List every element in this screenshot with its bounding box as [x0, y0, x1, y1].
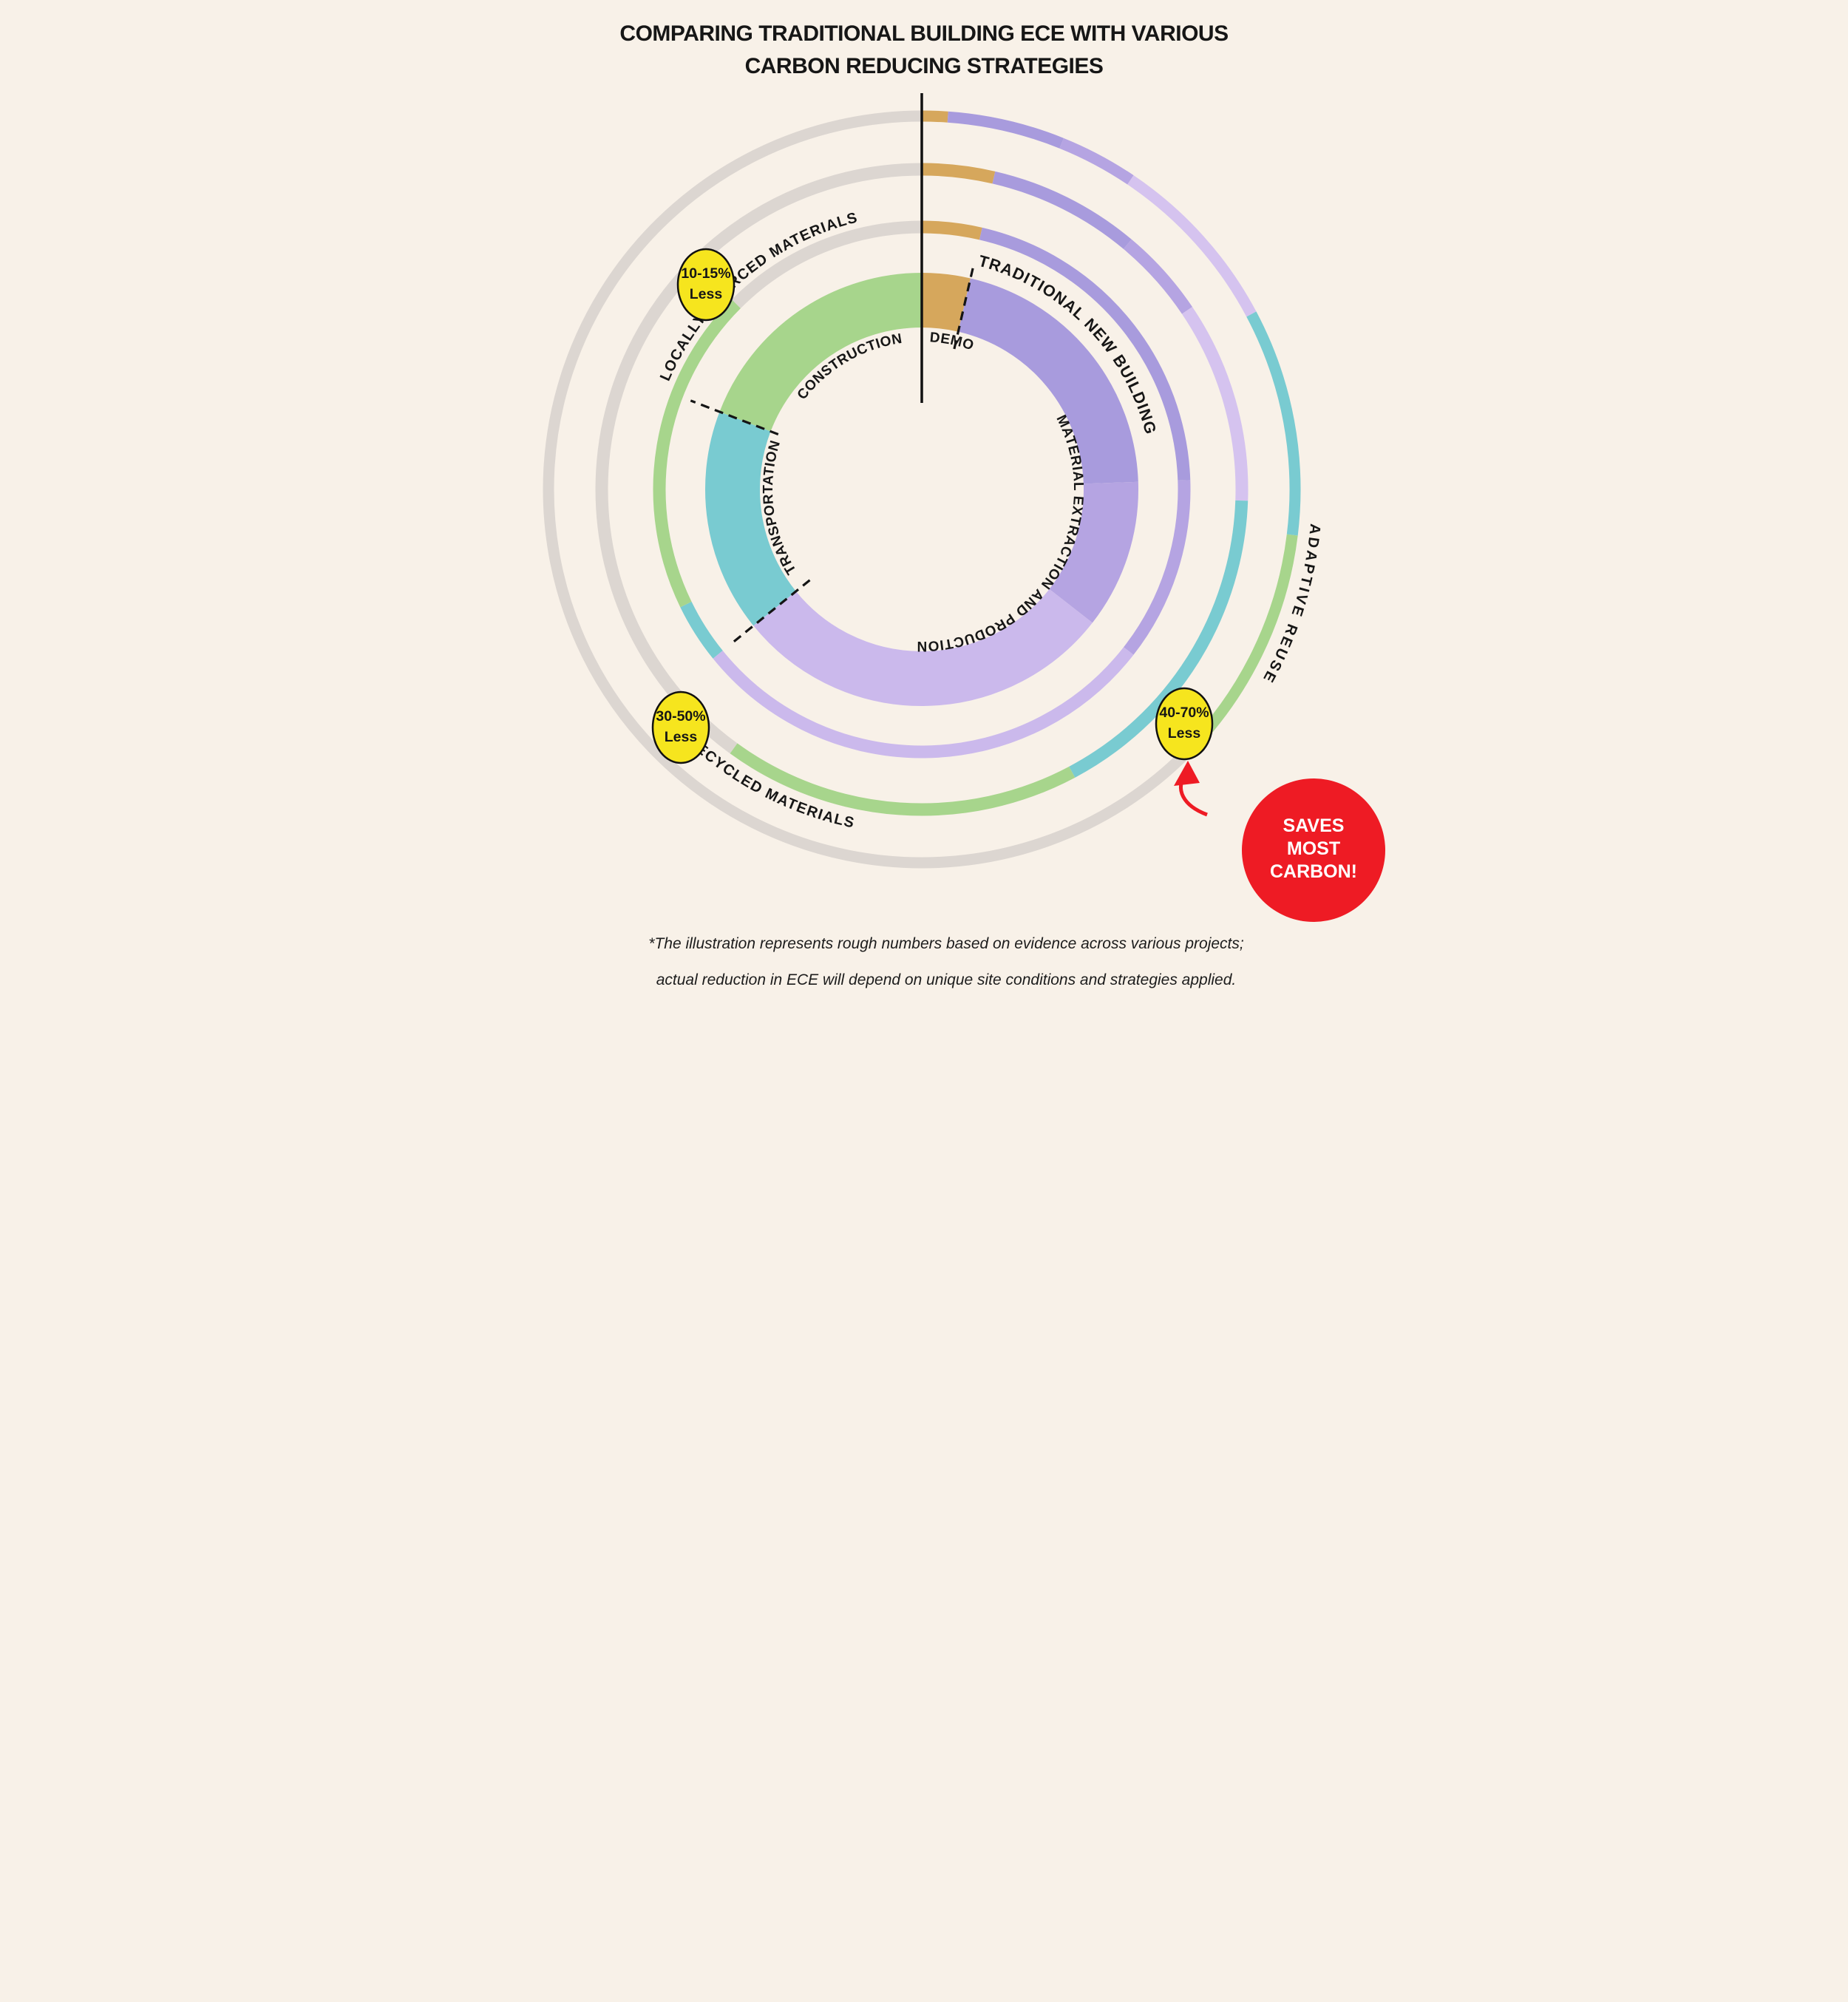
- segment-recycled-transportation-92: [1069, 500, 1249, 778]
- stage-separator-dashed-2: [690, 399, 779, 435]
- segment-recycled-material-extraction-and-production-56: [1181, 307, 1249, 501]
- badge-recycled-ellipse: [651, 690, 710, 764]
- segment-traditional-construction-291: [719, 273, 923, 432]
- page-title-line-1: COMPARING TRADITIONAL BUILDING ECE WITH …: [619, 21, 1229, 46]
- segment-adaptive-reuse-material-extraction-and-production-4: [947, 111, 1064, 149]
- segment-recycled-material-extraction-and-production-40: [1123, 239, 1193, 314]
- stage-separators-group: [690, 262, 976, 644]
- badge-locally-sourced-line-2: Less: [690, 286, 723, 302]
- ring-recycled: [595, 163, 1249, 816]
- badge-adaptive-reuse-line-2: Less: [1168, 725, 1201, 742]
- segment-locally-sourced-saved-315: [731, 220, 923, 308]
- ring-label-recycled: RECYCLED MATERIALS: [684, 733, 857, 832]
- callout-text-line-1: SAVES: [1283, 815, 1345, 836]
- ring-locally-sourced: [653, 220, 1191, 759]
- callout-text-line-2: MOST: [1287, 838, 1340, 859]
- callout-text-line-3: CARBON!: [1270, 861, 1357, 882]
- footnote: *The illustration represents rough numbe…: [554, 926, 1338, 998]
- badge-recycled-line-1: 30-50%: [656, 708, 705, 725]
- segment-recycled-saved-216: [595, 163, 923, 754]
- infographic-page: COMPARING TRADITIONAL BUILDING ECE WITH …: [462, 0, 1386, 1001]
- segment-locally-sourced-material-extraction-and-production-128: [713, 647, 1134, 759]
- saves-most-carbon-callout: SAVES MOST CARBON!: [1174, 761, 1385, 922]
- badge-recycled: 30-50% Less: [651, 690, 710, 764]
- stage-separator-dashed-1: [731, 579, 811, 644]
- page-title-line-2: CARBON REDUCING STRATEGIES: [744, 54, 1104, 78]
- badge-adaptive-reuse-line-1: 40-70%: [1159, 705, 1209, 721]
- badge-locally-sourced-ellipse: [676, 248, 736, 322]
- segment-traditional-material-extraction-and-production-128: [753, 588, 1093, 706]
- badge-adaptive-reuse: 40-70% Less: [1155, 687, 1214, 761]
- badge-locally-sourced: 10-15% Less: [676, 248, 736, 322]
- segment-adaptive-reuse-demo-0: [921, 110, 948, 123]
- segment-recycled-demo-0: [921, 163, 996, 184]
- segment-recycled-material-extraction-and-production-13: [992, 171, 1132, 249]
- segment-recycled-construction-152: [730, 743, 1076, 816]
- segment-adaptive-reuse-material-extraction-and-production-34: [1127, 175, 1257, 317]
- segment-locally-sourced-construction-244: [653, 299, 741, 608]
- badge-locally-sourced-line-1: 10-15%: [681, 265, 730, 282]
- callout-arrowhead: [1174, 761, 1200, 786]
- footnote-line-1: *The illustration represents rough numbe…: [648, 935, 1244, 952]
- segment-adaptive-reuse-material-extraction-and-production-22: [1059, 138, 1134, 185]
- segment-traditional-material-extraction-and-production-13: [957, 278, 1138, 484]
- badge-adaptive-reuse-ellipse: [1155, 687, 1214, 761]
- segment-traditional-demo-0: [921, 273, 971, 332]
- rings-group: [543, 110, 1301, 869]
- ring-traditional: [705, 273, 1138, 706]
- segment-traditional-transportation-231: [705, 412, 797, 626]
- page-title: COMPARING TRADITIONAL BUILDING ECE WITH …: [462, 18, 1386, 83]
- segment-locally-sourced-material-extraction-and-production-13: [979, 227, 1191, 481]
- segment-adaptive-reuse-transportation-62: [1246, 311, 1301, 536]
- segment-traditional-material-extraction-and-production-88: [1049, 481, 1138, 623]
- segment-locally-sourced-transportation-231: [680, 601, 723, 659]
- footnote-line-2: actual reduction in ECE will depend on u…: [656, 971, 1237, 988]
- segment-locally-sourced-demo-0: [921, 220, 982, 240]
- badge-recycled-line-2: Less: [665, 729, 698, 745]
- segment-adaptive-reuse-saved-135: [543, 110, 1190, 869]
- segment-locally-sourced-material-extraction-and-production-88: [1124, 480, 1191, 655]
- callout-circle: [1242, 778, 1385, 922]
- reduction-badges-group: 10-15% Less 30-50% Less 40-70% Less: [651, 248, 1214, 764]
